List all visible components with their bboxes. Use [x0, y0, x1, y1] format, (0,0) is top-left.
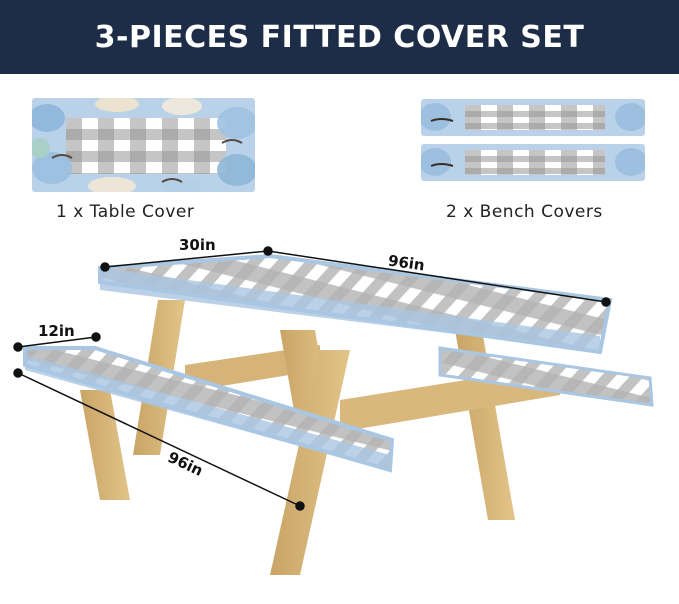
table-width-label: 30in: [179, 236, 216, 254]
table-cover-caption: 1 x Table Cover: [56, 202, 195, 222]
floral-pattern-icon: [32, 98, 255, 192]
bench-cover-swatch-1: [421, 99, 645, 136]
bench-cover-swatch-2: [421, 144, 645, 181]
table-cover-swatch: [32, 98, 255, 192]
banner-title: 3-PIECES FITTED COVER SET: [94, 19, 585, 55]
title-banner: 3-PIECES FITTED COVER SET: [0, 0, 679, 74]
bench-width-label: 12in: [38, 322, 75, 340]
bench-covers-caption: 2 x Bench Covers: [446, 202, 603, 222]
